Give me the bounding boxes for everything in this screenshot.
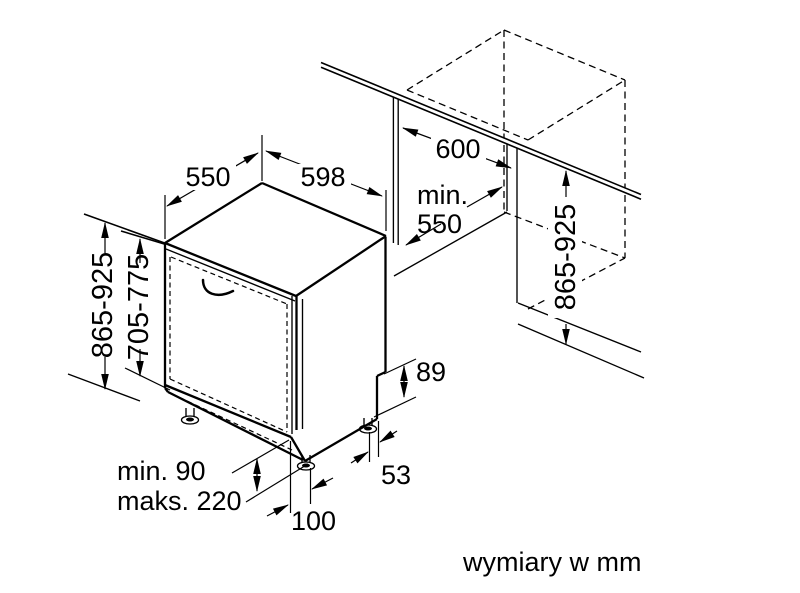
notch-tick-lower xyxy=(373,396,417,418)
right-panel-face xyxy=(506,140,518,213)
dim-label-front-panel-height: 705-775 xyxy=(123,254,155,360)
dimension-lines xyxy=(101,127,570,517)
plinth-ref-lower xyxy=(245,463,309,503)
right-floor-lower-line xyxy=(517,323,645,379)
dim-label-niche-depth-value: 550 xyxy=(417,209,462,239)
niche-bottom-back-edge xyxy=(503,211,626,259)
label-bg-top-width xyxy=(295,164,351,190)
label-bg-top-depth xyxy=(181,164,236,190)
niche-top-left-edge xyxy=(406,29,505,91)
notch-tick-upper xyxy=(383,358,417,375)
countertop-left-bottom-line xyxy=(120,230,167,246)
dim-foot-front-leader-right xyxy=(311,477,334,490)
dim-foot-back-leader-right xyxy=(379,430,398,443)
dim-label-niche-depth-min: min. xyxy=(417,180,468,210)
base-right-edge xyxy=(304,418,378,462)
niche-top-front-right-edge xyxy=(527,79,626,141)
door-handle xyxy=(201,278,235,296)
dim-foot-front-leader-left xyxy=(266,504,289,517)
floor-lines-right xyxy=(393,211,645,379)
panel-bottom-extension-line xyxy=(124,367,171,391)
dim-label-front-foot-offset: 100 xyxy=(291,506,336,536)
dimension-labels: 550 598 600 min. 550 865-925 705-775 865… xyxy=(87,134,582,536)
dim-label-top-width: 598 xyxy=(300,162,345,192)
niche-top-front-left-edge xyxy=(406,89,529,141)
countertop xyxy=(320,61,642,200)
top-front-left-edge xyxy=(164,241,297,298)
dim-niche-depth-leader-right xyxy=(466,186,503,208)
dim-label-plinth-min: min. 90 xyxy=(117,456,206,486)
panel-dashed-bottom xyxy=(169,378,288,433)
countertop-left-top-line xyxy=(83,213,167,245)
label-bg-niche-width xyxy=(431,136,486,163)
floor-line-left xyxy=(67,373,141,402)
foot-back-right xyxy=(358,418,378,434)
dim-niche-depth-leader-left xyxy=(405,223,442,246)
base-front-edge xyxy=(167,390,304,462)
dim-label-appliance-height-left: 865-925 xyxy=(87,252,119,358)
dishwasher-silhouette xyxy=(165,183,386,462)
dim-label-niche-width: 600 xyxy=(435,134,480,164)
right-floor-upper-line xyxy=(517,302,642,353)
dim-label-top-depth: 550 xyxy=(185,162,230,192)
label-bg-height-right xyxy=(548,198,582,318)
dim-label-plinth-max: maks. 220 xyxy=(117,486,242,516)
rear-notch-step-edge xyxy=(376,370,386,378)
niche-bottom-front-edge xyxy=(527,257,626,310)
niche-top-back-edge xyxy=(503,29,626,81)
door-top-inner-line xyxy=(165,248,296,302)
top-front-right-edge xyxy=(295,235,387,297)
dim-label-niche-height-right: 865-925 xyxy=(550,204,582,310)
dim-foot-back-leader-left xyxy=(350,451,369,464)
countertop-top-line xyxy=(320,61,642,196)
base-left-step xyxy=(164,387,169,393)
units-caption: wymiary w mm xyxy=(462,547,641,577)
panel-dashed-top xyxy=(170,256,288,305)
door-bottom-edge xyxy=(164,383,292,439)
dishwasher xyxy=(163,181,387,471)
countertop-bottom-line xyxy=(320,66,642,200)
dim-label-rear-notch: 89 xyxy=(416,357,446,387)
foot-front-left xyxy=(180,408,200,425)
niche-floor-front-edge xyxy=(393,211,508,277)
plinth-ref-upper xyxy=(231,439,290,474)
left-panel-face xyxy=(392,93,399,246)
dim-label-rear-foot-offset: 53 xyxy=(381,460,411,490)
